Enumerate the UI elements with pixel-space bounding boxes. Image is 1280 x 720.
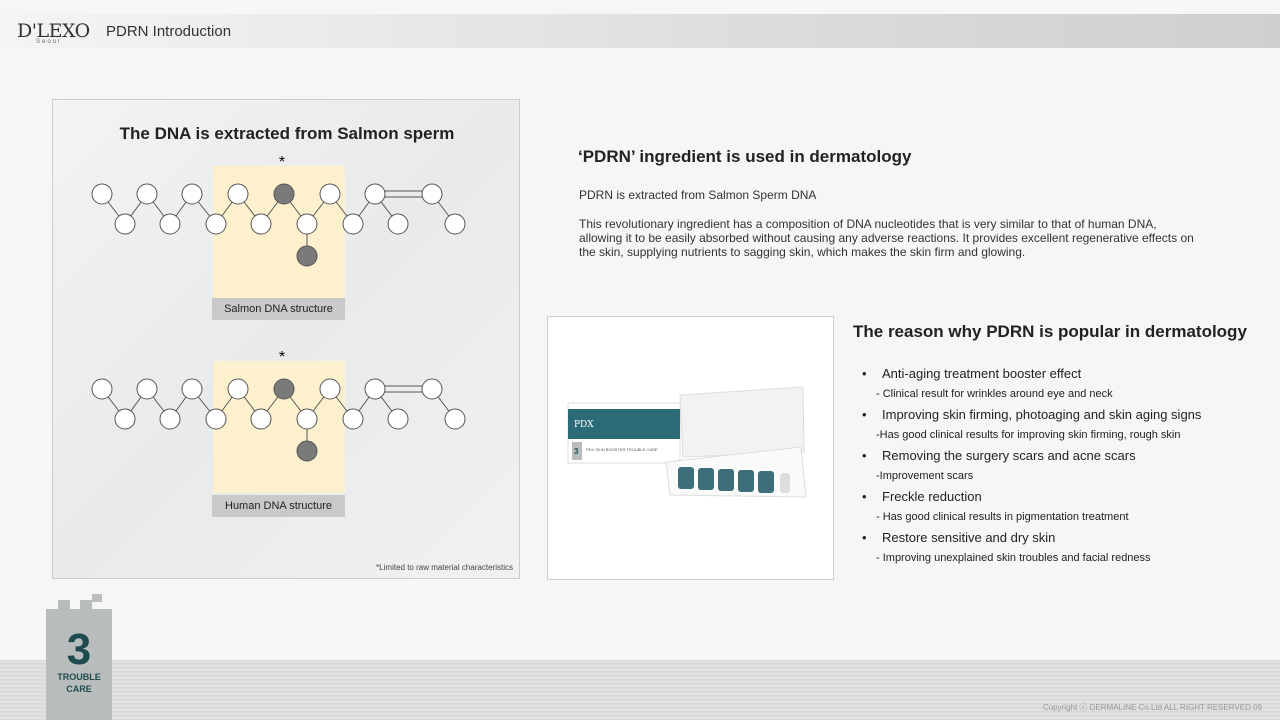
section1-body: This revolutionary ingredient has a comp… xyxy=(579,217,1194,259)
section2-heading: The reason why PDRN is popular in dermat… xyxy=(853,322,1247,341)
brand-logo: D'LEXO xyxy=(17,20,90,42)
benefit-detail: -Has good clinical results for improving… xyxy=(876,428,1181,441)
nucleotide-node xyxy=(421,183,443,205)
nucleotide-node xyxy=(227,378,249,400)
human-dna-label: Human DNA structure xyxy=(212,495,345,517)
nucleotide-node xyxy=(91,378,113,400)
benefit-item: Restore sensitive and dry skin xyxy=(862,529,1201,550)
nucleotide-node xyxy=(444,408,466,430)
nucleotide-node xyxy=(319,378,341,400)
nucleotide-node xyxy=(181,378,203,400)
nucleotide-node xyxy=(364,378,386,400)
copyright: Copyright ⓒ DERMALINE Co.Ltd ALL RIGHT R… xyxy=(1042,703,1262,712)
badge-number: 3 xyxy=(66,625,92,674)
dna-panel-title: The DNA is extracted from Salmon sperm xyxy=(119,124,455,143)
benefit-item: Removing the surgery scars and acne scar… xyxy=(862,447,1201,468)
nucleotide-node xyxy=(296,213,318,235)
section1-heading: ‘PDRN’ ingredient is used in dermatology xyxy=(578,147,912,166)
nucleotide-node xyxy=(227,183,249,205)
nucleotide-node xyxy=(250,213,272,235)
trouble-care-badge: 3 TROUBLE CARE xyxy=(46,594,112,720)
nucleotide-node xyxy=(114,408,136,430)
nucleotide-node xyxy=(91,183,113,205)
product-box-number: 3 xyxy=(574,447,579,456)
salmon-dna-label: Salmon DNA structure xyxy=(212,298,345,320)
nucleotide-node xyxy=(387,408,409,430)
section1-intro: PDRN is extracted from Salmon Sperm DNA xyxy=(579,188,817,202)
nucleotide-node xyxy=(273,378,295,400)
asterisk: * xyxy=(279,154,285,171)
nucleotide-node xyxy=(342,408,364,430)
nucleotide-node xyxy=(273,183,295,205)
benefit-detail: - Improving unexplained skin troubles an… xyxy=(876,551,1151,564)
badge-line2: CARE xyxy=(66,684,92,694)
nucleotide-node xyxy=(364,183,386,205)
product-box-label: PDX SKIN BOOSTER TROUBLE CARE xyxy=(586,447,658,452)
badge-text: TROUBLE CARE xyxy=(46,671,112,695)
nucleotide-node xyxy=(114,213,136,235)
nucleotide-node xyxy=(444,213,466,235)
nucleotide-node xyxy=(205,408,227,430)
nucleotide-node xyxy=(136,183,158,205)
benefit-detail: - Clinical result for wrinkles around ey… xyxy=(876,387,1113,400)
benefit-item: Improving skin firming, photoaging and s… xyxy=(862,406,1201,427)
footer-bar xyxy=(0,660,1280,720)
nucleotide-node xyxy=(296,408,318,430)
nucleotide-node xyxy=(205,213,227,235)
dna-diagram: ** xyxy=(91,154,466,493)
benefits-list: Anti-aging treatment booster effect- Cli… xyxy=(862,365,1201,570)
product-brand: PDX xyxy=(574,420,594,430)
nucleotide-node xyxy=(250,408,272,430)
benefit-item: Anti-aging treatment booster effect xyxy=(862,365,1201,386)
brand-logo-sub: Seoul xyxy=(36,39,62,45)
benefit-detail: -Improvement scars xyxy=(876,469,974,482)
nucleotide-node xyxy=(159,213,181,235)
nucleotide-node xyxy=(421,378,443,400)
benefit-item: Freckle reduction xyxy=(862,488,1201,509)
nucleotide-node xyxy=(296,245,318,267)
nucleotide-node xyxy=(319,183,341,205)
nucleotide-node xyxy=(296,440,318,462)
nucleotide-node xyxy=(136,378,158,400)
asterisk: * xyxy=(279,349,285,366)
page-title: PDRN Introduction xyxy=(106,23,232,40)
product-image: PDX 3 PDX SKIN BOOSTER TROUBLE CARE xyxy=(547,316,834,580)
nucleotide-node xyxy=(159,408,181,430)
nucleotide-node xyxy=(181,183,203,205)
benefit-detail: - Has good clinical results in pigmentat… xyxy=(876,510,1129,523)
footnote: *Limited to raw material characteristics xyxy=(376,563,513,572)
badge-line1: TROUBLE xyxy=(57,672,101,682)
header-bar xyxy=(0,14,1280,48)
nucleotide-node xyxy=(387,213,409,235)
nucleotide-node xyxy=(342,213,364,235)
